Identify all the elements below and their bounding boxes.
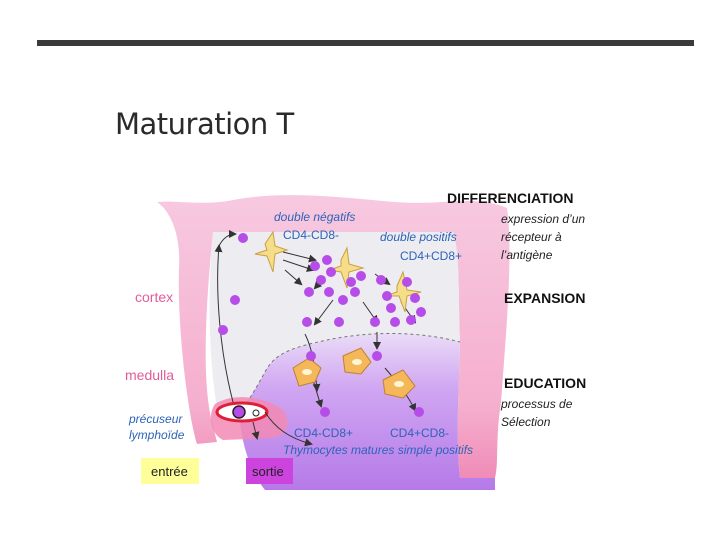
double-negative-label: double négatifs bbox=[274, 210, 355, 224]
cd8-single-positive-label: CD4-CD8+ bbox=[294, 426, 353, 440]
double-negative-marker: CD4-CD8- bbox=[283, 228, 339, 242]
cortex-label: cortex bbox=[135, 289, 173, 305]
stage-differenciation-heading: DIFFERENCIATION bbox=[447, 190, 574, 206]
thymocytes bbox=[218, 233, 426, 417]
stage-education-heading: EDUCATION bbox=[504, 375, 586, 391]
double-positive-label: double positifs bbox=[380, 230, 457, 244]
precursor-label-line-2: lymphoïde bbox=[129, 428, 185, 442]
page-title: Maturation T bbox=[115, 107, 294, 141]
legend-exit-swatch bbox=[246, 458, 293, 484]
legend-entry-label: entrée bbox=[151, 464, 188, 479]
thymus-maturation-diagram: cortex medulla DIFFERENCIATION expressio… bbox=[115, 172, 622, 494]
stage-differenciation-line-2: récepteur à bbox=[501, 230, 562, 244]
capsule bbox=[157, 195, 510, 479]
stage-expansion-heading: EXPANSION bbox=[504, 290, 585, 306]
cd4-single-positive-label: CD4+CD8- bbox=[390, 426, 449, 440]
precursor-cell bbox=[232, 405, 246, 419]
stage-education-line-1: processus de bbox=[500, 397, 573, 411]
top-rule bbox=[37, 40, 694, 46]
cortex-region bbox=[209, 232, 460, 418]
stage-education-line-2: Sélection bbox=[501, 415, 551, 429]
legend-entry-swatch bbox=[141, 458, 199, 484]
epithelial-nuclei bbox=[302, 359, 404, 387]
medulla-label: medulla bbox=[125, 367, 174, 383]
precursor-label-line-1: précuseur bbox=[128, 412, 183, 426]
stage-differenciation-line-1: expression d’un bbox=[501, 212, 585, 226]
diagram-svg: cortex medulla DIFFERENCIATION expressio… bbox=[125, 190, 586, 490]
legend-exit-label: sortie bbox=[252, 464, 284, 479]
cortico-medullary-boundary bbox=[238, 333, 461, 413]
mature-thymocytes-label: Thymocytes matures simple positifs bbox=[283, 443, 473, 457]
stage-differenciation-line-3: l’antigène bbox=[501, 248, 553, 262]
exit-cell bbox=[252, 409, 260, 417]
double-positive-marker: CD4+CD8+ bbox=[400, 249, 462, 263]
